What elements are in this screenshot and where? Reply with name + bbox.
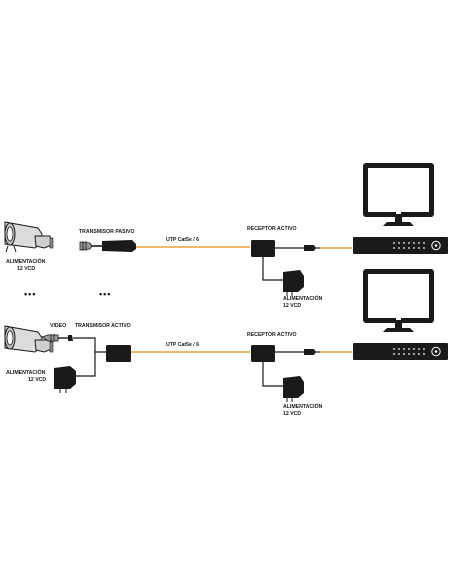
dvr-icon [353,237,448,254]
power-adapter-icon [262,362,304,402]
balun-icon [106,345,131,362]
power-label-top-line1: ALIMENTACIÓN [6,257,46,265]
rx-power-label-top-line2: 12 VCD [283,303,301,309]
rx-label-top: RECEPTOR ACTIVO [247,226,297,232]
receiver-icon [251,240,304,257]
camera-icon [4,325,54,353]
active-tx-label: TRANSMISOR ACTIVO [75,323,131,329]
rx-label-bottom: RECEPTOR ACTIVO [247,332,297,338]
dvr-icon [353,343,448,360]
bnc-connector-icon [304,349,320,355]
power-label-bottom-line2: 12 VCD [28,377,46,383]
rx-power-label-bottom-line1: ALIMENTACIÓN [283,402,323,410]
monitor-icon [363,163,434,226]
power-label-bottom-line1: ALIMENTACIÓN [6,368,46,376]
camera-icon [4,221,54,253]
power-label-top-line2: 12 VCD [17,266,35,272]
power-adapter-icon [262,257,304,296]
monitor-icon [363,269,434,332]
rx-power-label-bottom-line2: 12 VCD [283,411,301,417]
cable-label-top: UTP Cat5e / 6 [166,237,199,243]
receiver-icon [251,345,304,362]
rx-power-label-top-line1: ALIMENTACIÓN [283,294,323,302]
passive-tx-label: TRANSMISOR PASIVO [79,229,135,235]
cable-label-bottom: UTP Cat5e / 6 [166,342,199,348]
video-lead-bottom [73,337,106,353]
power-adapter-icon [54,352,96,393]
video-label: VIDEO [50,323,66,329]
bnc-connector-icon [41,334,73,342]
ellipsis-mid: ••• [99,289,111,299]
balun-icon [79,240,136,252]
ellipsis-left: ••• [24,289,36,299]
bnc-connector-icon [304,245,320,251]
